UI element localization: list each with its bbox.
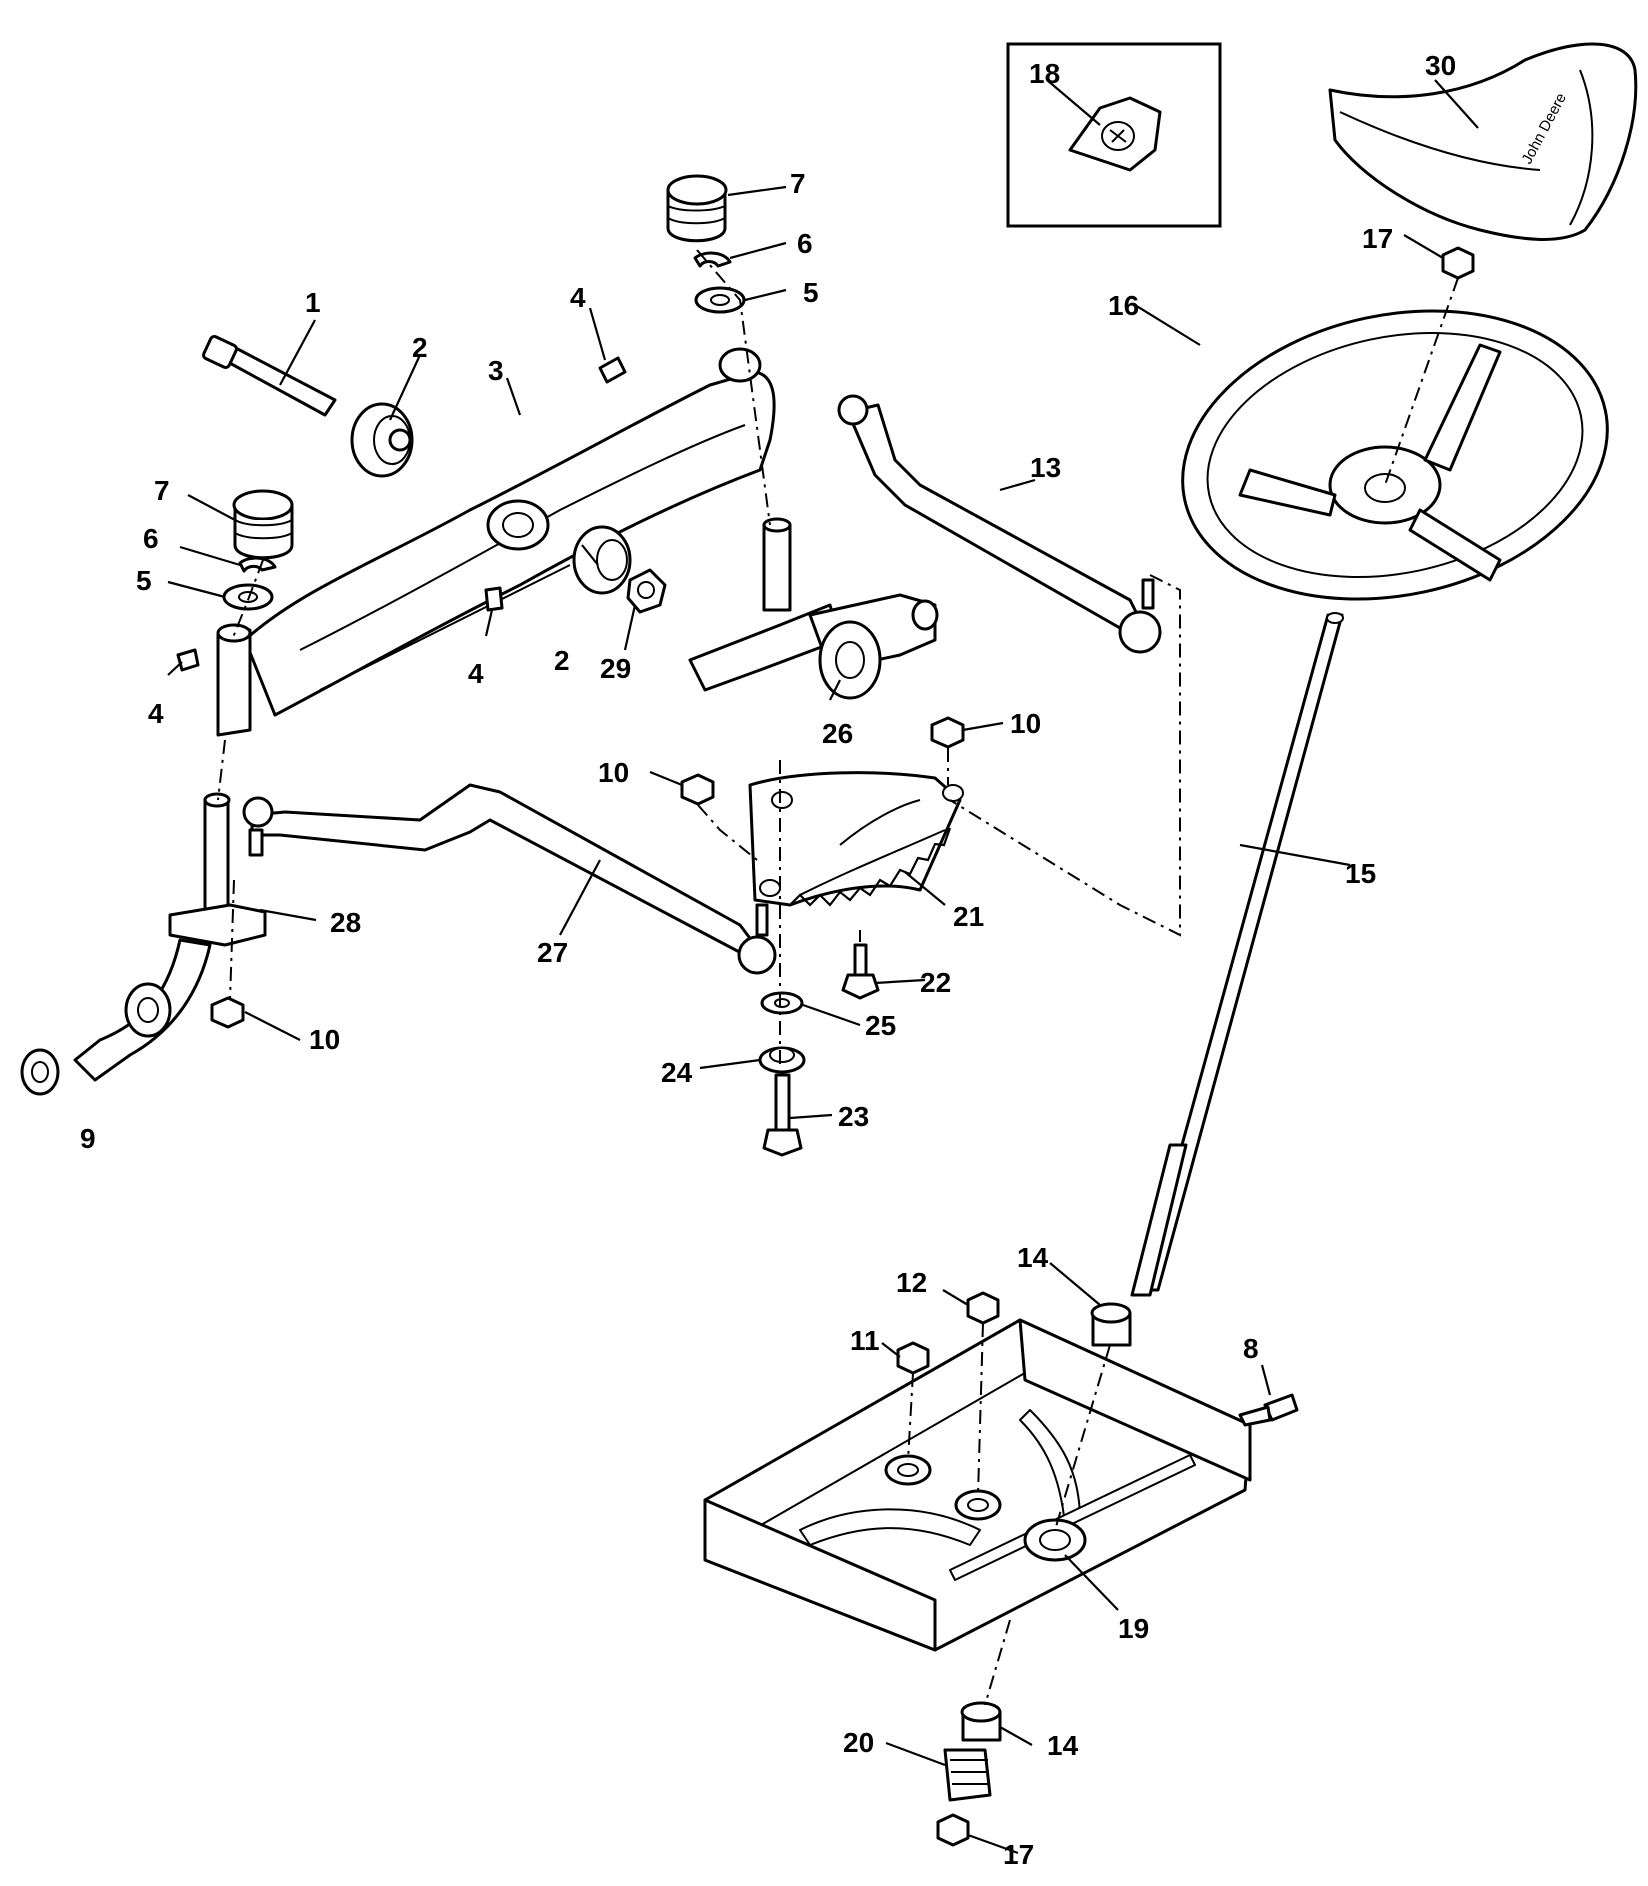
callout-7b: 7: [154, 475, 170, 506]
callout-labels: 1 2 2 3 4 4 4 5 5 6 6 7 7 8 9 10 10 10 1…: [80, 50, 1456, 1870]
callout-2a: 2: [412, 332, 428, 363]
assembly-lines: [217, 249, 1459, 1706]
bushing-part-24: [758, 1046, 806, 1074]
callout-2b: 2: [554, 645, 570, 676]
callout-10c: 10: [309, 1024, 340, 1055]
washer-part-25: [760, 991, 804, 1015]
washer-part-5a: [694, 286, 746, 314]
steering-cap-part: John Deere: [1328, 42, 1638, 241]
bushing-part-14b: [960, 1701, 1002, 1742]
callout-14b: 14: [1047, 1730, 1079, 1761]
sector-gear-part-21: [748, 771, 964, 907]
bolt-part-1: [202, 335, 337, 417]
callout-14a: 14: [1017, 1242, 1049, 1273]
callout-19: 19: [1118, 1613, 1149, 1644]
washer-part-9: [20, 1048, 60, 1096]
callout-10b: 10: [598, 757, 629, 788]
callout-10a: 10: [1010, 708, 1041, 739]
inset-box: [1006, 42, 1222, 228]
callout-17a: 17: [1362, 223, 1393, 254]
pinion-part-20: [943, 1748, 992, 1802]
callout-13: 13: [1030, 452, 1061, 483]
callout-1: 1: [305, 287, 321, 318]
bolt-part-22: [841, 943, 880, 1000]
callout-4b: 4: [468, 658, 484, 689]
callout-9: 9: [80, 1123, 96, 1154]
callout-20: 20: [843, 1727, 874, 1758]
fitting-part-4a: [598, 356, 627, 384]
spindle-part-28: [73, 792, 267, 1082]
nut-part-10a: [930, 716, 965, 749]
callout-11: 11: [850, 1325, 880, 1356]
callout-5b: 5: [136, 565, 152, 596]
bushing-part-2a: [350, 402, 414, 478]
callout-16: 16: [1108, 290, 1139, 321]
callout-18: 18: [1029, 58, 1060, 89]
callout-21: 21: [953, 901, 984, 932]
nut-part-10b: [680, 773, 715, 806]
callout-6a: 6: [797, 228, 813, 259]
callout-7a: 7: [790, 168, 806, 199]
fitting-part-4c: [176, 648, 200, 672]
callout-4c: 4: [148, 698, 164, 729]
callout-leaders: [167, 79, 1479, 1855]
axle-beam-part: [216, 347, 776, 737]
bushing-part-2b: [572, 525, 632, 595]
callout-23: 23: [838, 1101, 869, 1132]
bolt-part-23: [762, 1073, 803, 1157]
callout-30: 30: [1425, 50, 1456, 81]
nut-part-10c: [210, 996, 245, 1029]
fitting-part-4b: [484, 586, 504, 612]
nut-part-12: [966, 1291, 1000, 1325]
tie-rod-part-27: [242, 783, 777, 975]
tie-rod-part-13: [837, 394, 1162, 654]
clip-part-6b: [238, 556, 277, 573]
callout-3: 3: [488, 355, 504, 386]
support-plate-part-19: [703, 1318, 1252, 1652]
nut-part-11: [896, 1341, 930, 1375]
steering-shaft-part: [1130, 612, 1344, 1297]
bushing-part-14a: [1090, 1302, 1132, 1347]
callout-22: 22: [920, 967, 951, 998]
callout-29: 29: [600, 653, 631, 684]
callout-24: 24: [661, 1057, 693, 1088]
callout-8: 8: [1243, 1333, 1259, 1364]
callout-4a: 4: [570, 282, 586, 313]
callout-17b: 17: [1003, 1839, 1034, 1870]
callout-6b: 6: [143, 523, 159, 554]
washer-part-5b: [222, 583, 274, 611]
callout-26: 26: [822, 718, 853, 749]
callout-25: 25: [865, 1010, 896, 1041]
cap-part-7a: [666, 174, 728, 243]
nut-part-29: [626, 568, 667, 614]
callout-28: 28: [330, 907, 361, 938]
nut-part-17b: [936, 1813, 970, 1847]
callout-27: 27: [537, 937, 568, 968]
callout-12: 12: [896, 1267, 927, 1298]
spindle-part-26: [688, 517, 939, 700]
cap-part-7b: [232, 489, 294, 560]
callout-5a: 5: [803, 277, 819, 308]
callout-15: 15: [1345, 858, 1376, 889]
screw-part-8: [1238, 1393, 1299, 1427]
nut-part-17a: [1441, 246, 1475, 280]
